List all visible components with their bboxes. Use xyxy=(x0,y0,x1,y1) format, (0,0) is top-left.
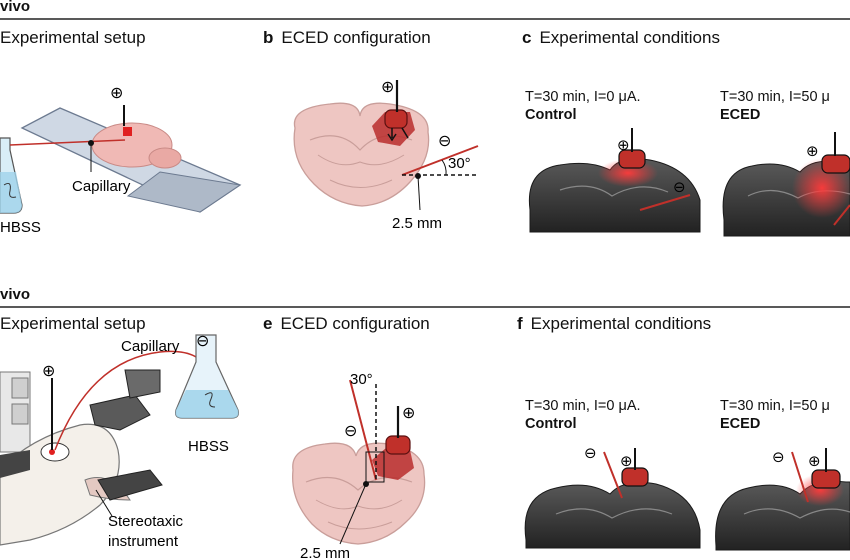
plus-symbol-c2: ⊕ xyxy=(806,142,819,160)
condition-c-control: T=30 min, I=0 μA. Control xyxy=(525,89,641,123)
panel-a-title: Experimental setup xyxy=(0,28,146,47)
condition-f-control: T=30 min, I=0 μA. Control xyxy=(525,398,641,432)
hbss-label-bottom: HBSS xyxy=(188,438,229,455)
capillary-label-top: Capillary xyxy=(72,178,131,195)
panel-b-graphic xyxy=(293,80,479,211)
flask-tubing-top xyxy=(3,183,17,198)
minus-symbol-d: ⊖ xyxy=(196,331,209,350)
row-header-in-vivo: vivo xyxy=(0,286,31,303)
panel-a-graphic xyxy=(0,105,242,214)
stereotaxic-label-line2: instrument xyxy=(108,533,179,550)
row-header-ex-vivo: vivo xyxy=(0,0,31,15)
glass-slide-end xyxy=(126,171,242,213)
negative-electrode-line-e xyxy=(349,379,377,481)
electrode-spot xyxy=(123,127,132,136)
minus-symbol-e: ⊖ xyxy=(344,421,357,440)
panel-d-graphic xyxy=(0,334,239,546)
minus-symbol-b: ⊖ xyxy=(438,131,451,150)
panel-e-graphic xyxy=(291,379,426,545)
flask-liquid-bottom xyxy=(175,390,239,418)
plus-symbol-c1: ⊕ xyxy=(617,136,630,154)
angle-label-top: 30° xyxy=(448,155,471,172)
minus-symbol-c1: ⊖ xyxy=(673,178,686,196)
plus-symbol-d: ⊕ xyxy=(42,361,55,380)
condition-f-eced: T=30 min, I=50 μ ECED xyxy=(720,398,830,432)
stereotaxic-label-line1: Stereotaxic xyxy=(108,513,184,530)
panel-f-slice-control xyxy=(524,448,701,549)
plus-symbol-f1: ⊕ xyxy=(620,452,633,470)
flask-liquid-top xyxy=(0,172,22,213)
panel-c-slice-control xyxy=(528,128,701,233)
ear-bar xyxy=(89,394,151,431)
hbss-label-top: HBSS xyxy=(0,219,41,236)
cerebellum xyxy=(148,147,182,169)
plus-symbol-e: ⊕ xyxy=(402,403,415,422)
panel-f-slice-eced xyxy=(715,448,850,551)
minus-symbol-f2: ⊖ xyxy=(772,448,785,466)
panel-c-slice-eced xyxy=(722,132,850,237)
plus-symbol-a: ⊕ xyxy=(110,83,123,102)
plus-symbol-f2: ⊕ xyxy=(808,452,821,470)
condition-c-eced: T=30 min, I=50 μ ECED xyxy=(720,89,830,123)
distance-label-bottom: 2.5 mm xyxy=(300,545,350,560)
capillary-line-top xyxy=(9,139,126,146)
plus-symbol-b: ⊕ xyxy=(381,77,394,96)
negative-electrode-line xyxy=(401,145,479,176)
minus-symbol-f1: ⊖ xyxy=(584,444,597,462)
distance-label-top: 2.5 mm xyxy=(392,215,442,232)
capillary-label-bottom: Capillary xyxy=(121,338,180,355)
panel-d-title: Experimental setup xyxy=(0,314,146,333)
angle-label-bottom: 30° xyxy=(350,371,373,388)
